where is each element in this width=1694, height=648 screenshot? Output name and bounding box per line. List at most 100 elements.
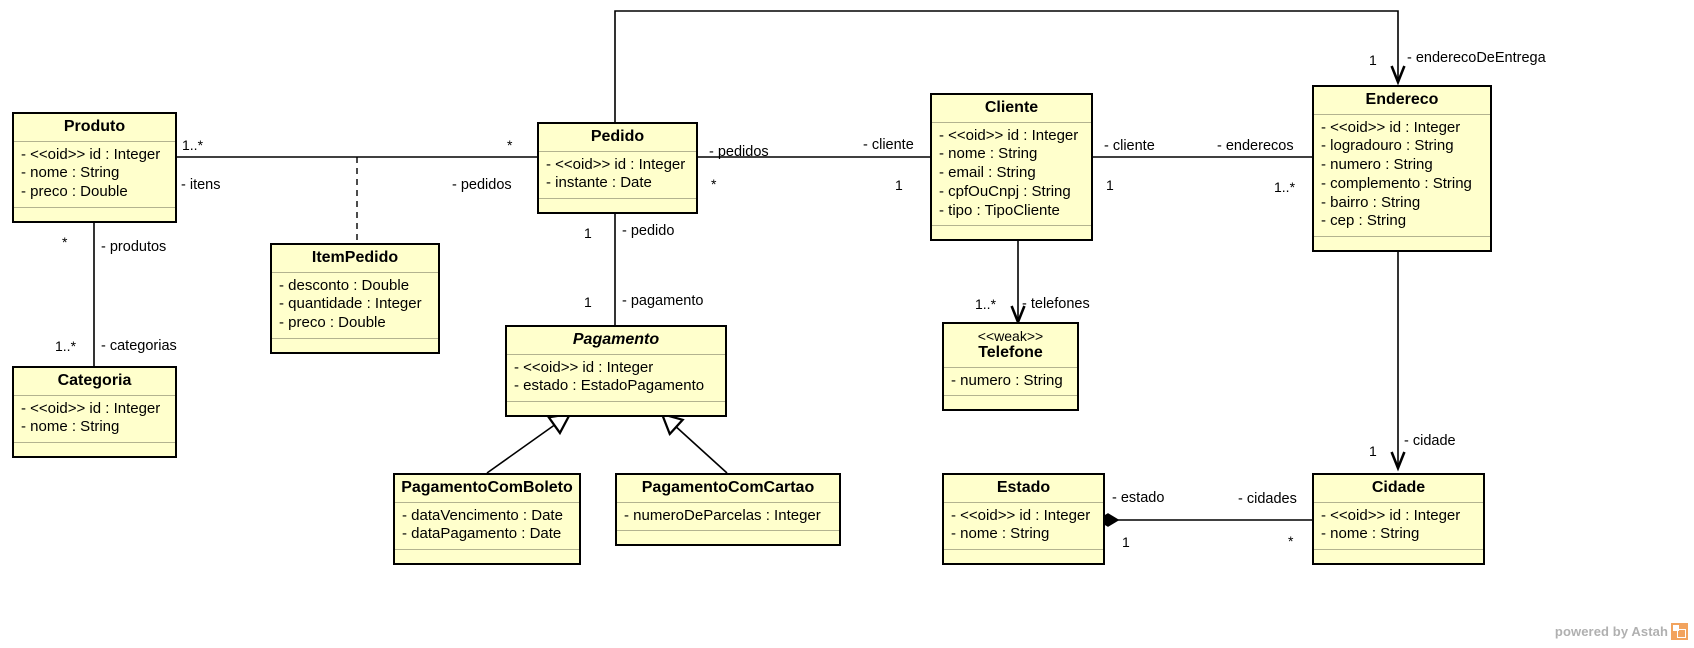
multiplicity-enderecos: 1..* <box>1274 179 1296 195</box>
class-name: PagamentoComCartao <box>617 475 839 503</box>
attribute: - cep : String <box>1321 212 1407 230</box>
class-name: Categoria <box>14 368 175 396</box>
edge-gen-boleto <box>486 414 570 474</box>
class-name: <<weak>> Telefone <box>944 324 1077 368</box>
attribute: - <<oid>> id : Integer <box>546 155 686 173</box>
multiplicity-produto-itens: 1..* <box>182 137 204 153</box>
attribute: - numero : String <box>951 371 1063 389</box>
attribute: - <<oid>> id : Integer <box>21 399 161 417</box>
multiplicity-estado: 1 <box>1122 534 1130 550</box>
class-pedido[interactable]: Pedido - <<oid>> id : Integer - instante… <box>537 122 698 215</box>
role-cidade: - cidade <box>1404 433 1456 449</box>
class-operations <box>14 443 175 456</box>
class-pagamentocomcartao[interactable]: PagamentoComCartao - numeroDeParcelas : … <box>615 473 841 547</box>
class-operations <box>617 531 839 544</box>
class-attributes: - <<oid>> id : Integer - nome : String -… <box>14 142 175 208</box>
class-operations <box>944 550 1103 563</box>
class-attributes: - <<oid>> id : Integer - nome : String <box>14 396 175 444</box>
class-attributes: - numeroDeParcelas : Integer <box>617 503 839 532</box>
attribute: - tipo : TipoCliente <box>939 201 1060 219</box>
attribute: - <<oid>> id : Integer <box>514 358 654 376</box>
multiplicity-produto-produtos: * <box>62 234 68 250</box>
role-estado: - estado <box>1112 490 1165 506</box>
class-name: Produto <box>14 114 175 142</box>
class-produto[interactable]: Produto - <<oid>> id : Integer - nome : … <box>12 112 177 223</box>
class-name: PagamentoComBoleto <box>395 475 579 503</box>
multiplicity-cidade: 1 <box>1369 443 1377 459</box>
role-pagamento: - pagamento <box>622 293 704 309</box>
class-name: Endereco <box>1314 87 1490 115</box>
multiplicity-cidades: * <box>1288 533 1294 549</box>
attribute: - nome : String <box>21 418 120 436</box>
class-operations <box>1314 237 1490 250</box>
class-name: Pedido <box>539 124 696 152</box>
class-name: ItemPedido <box>272 245 438 273</box>
attribute: - bairro : String <box>1321 193 1421 211</box>
attribute: - nome : String <box>951 525 1050 543</box>
role-pedido-pedido: - pedido <box>622 223 675 239</box>
attribute: - dataVencimento : Date <box>402 506 563 524</box>
class-operations <box>14 208 175 221</box>
attribute: - <<oid>> id : Integer <box>1321 118 1461 136</box>
edge-gen-cartao <box>662 414 728 474</box>
class-attributes: - <<oid>> id : Integer - nome : String <box>1314 503 1483 551</box>
attribute: - <<oid>> id : Integer <box>951 506 1091 524</box>
attribute: - <<oid>> id : Integer <box>1321 506 1461 524</box>
multiplicity-cliente: 1 <box>895 177 903 193</box>
attribute: - instante : Date <box>546 174 652 192</box>
class-operations <box>944 396 1077 409</box>
attribute: - email : String <box>939 164 1036 182</box>
class-endereco[interactable]: Endereco - <<oid>> id : Integer - lograd… <box>1312 85 1492 253</box>
class-attributes: - <<oid>> id : Integer - nome : String -… <box>932 123 1091 227</box>
multiplicity-pedido-right: * <box>711 176 717 192</box>
attribute: - <<oid>> id : Integer <box>21 145 161 163</box>
multiplicity-categoria: 1..* <box>55 338 77 354</box>
class-cidade[interactable]: Cidade - <<oid>> id : Integer - nome : S… <box>1312 473 1485 566</box>
class-operations <box>539 199 696 212</box>
attribute: - nome : String <box>1321 525 1420 543</box>
role-pedido-pedidos-right: - pedidos <box>709 144 769 160</box>
class-pagamentocomboleto[interactable]: PagamentoComBoleto - dataVencimento : Da… <box>393 473 581 566</box>
class-attributes: - <<oid>> id : Integer - nome : String <box>944 503 1103 551</box>
attribute: - estado : EstadoPagamento <box>514 377 705 395</box>
multiplicity-cliente-2: 1 <box>1106 177 1114 193</box>
class-telefone[interactable]: <<weak>> Telefone - numero : String <box>942 322 1079 412</box>
attribute: - preco : Double <box>21 183 128 201</box>
class-pagamento[interactable]: Pagamento - <<oid>> id : Integer - estad… <box>505 325 727 418</box>
multiplicity-telefones: 1..* <box>975 296 997 312</box>
class-attributes: - numero : String <box>944 368 1077 397</box>
attribute: - logradouro : String <box>1321 137 1454 155</box>
class-categoria[interactable]: Categoria - <<oid>> id : Integer - nome … <box>12 366 177 459</box>
attribute: - dataPagamento : Date <box>402 525 562 543</box>
role-enderecodeentrega: - enderecoDeEntrega <box>1407 50 1546 66</box>
role-categoria-categorias: - categorias <box>101 338 177 354</box>
class-cliente[interactable]: Cliente - <<oid>> id : Integer - nome : … <box>930 93 1093 242</box>
watermark-text: powered by Astah <box>1554 624 1668 639</box>
attribute: - numeroDeParcelas : Integer <box>624 506 821 524</box>
attribute: - quantidade : Integer <box>279 295 422 313</box>
class-name: Estado <box>944 475 1103 503</box>
astah-logo-icon <box>1671 623 1688 640</box>
class-stereotype: <<weak>> <box>977 328 1044 344</box>
class-itempedido[interactable]: ItemPedido - desconto : Double - quantid… <box>270 243 440 354</box>
role-cidades: - cidades <box>1238 491 1297 507</box>
role-telefones: - telefones <box>1022 296 1090 312</box>
class-operations <box>395 550 579 563</box>
multiplicity-pedido-pedido: 1 <box>584 225 592 241</box>
class-name: Pagamento <box>507 327 725 355</box>
attribute: - preco : Double <box>279 314 386 332</box>
role-cliente: - cliente <box>863 137 914 153</box>
class-operations <box>1314 550 1483 563</box>
multiplicity-pedido-left: * <box>507 137 513 153</box>
attribute: - desconto : Double <box>279 276 410 294</box>
attribute: - numero : String <box>1321 156 1433 174</box>
class-estado[interactable]: Estado - <<oid>> id : Integer - nome : S… <box>942 473 1105 566</box>
attribute: - complemento : String <box>1321 174 1472 192</box>
attribute: - <<oid>> id : Integer <box>939 126 1079 144</box>
role-pedido-pedidos-left: - pedidos <box>452 177 512 193</box>
role-produto-itens: - itens <box>181 177 221 193</box>
class-attributes: - dataVencimento : Date - dataPagamento … <box>395 503 579 551</box>
class-operations <box>507 402 725 415</box>
class-attributes: - <<oid>> id : Integer - logradouro : St… <box>1314 115 1490 238</box>
